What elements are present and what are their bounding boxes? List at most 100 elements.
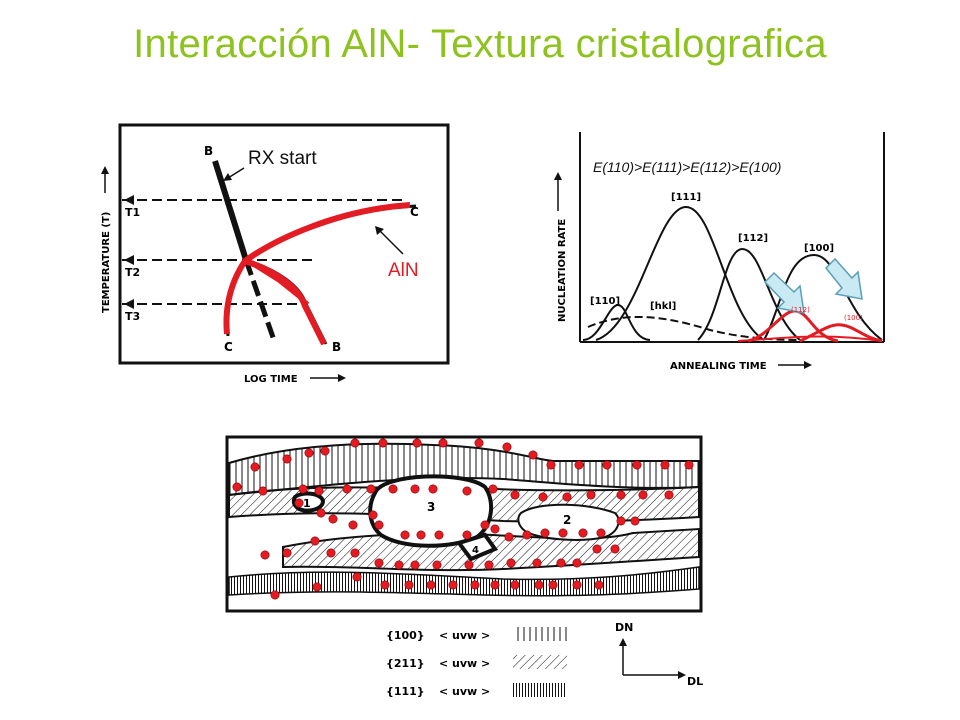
red-dot-marker bbox=[610, 544, 620, 554]
red-dot-marker bbox=[586, 490, 596, 500]
red-dot-marker bbox=[368, 510, 378, 520]
legend-plane-111: {111} bbox=[386, 685, 425, 698]
red-dot-marker bbox=[282, 548, 292, 558]
red-dot-marker bbox=[448, 580, 458, 590]
red-dot-marker bbox=[312, 582, 322, 592]
red-dot-marker bbox=[294, 498, 304, 508]
red-dot-marker bbox=[484, 560, 494, 570]
red-dot-marker bbox=[602, 460, 612, 470]
red-dot-marker bbox=[490, 580, 500, 590]
hkl-label: [hkl] bbox=[650, 301, 676, 312]
red-dot-marker bbox=[316, 508, 326, 518]
red-dot-marker bbox=[616, 516, 626, 526]
aln-pointer bbox=[378, 229, 404, 255]
legend-dir-111: < uvw > bbox=[439, 685, 490, 698]
aln-curve-link-red bbox=[244, 258, 310, 306]
red-dot-marker bbox=[488, 484, 498, 494]
red-dot-marker bbox=[474, 438, 484, 448]
red-dot-marker bbox=[412, 438, 422, 448]
red-dot-marker bbox=[506, 558, 516, 568]
aln-label: AlN bbox=[388, 260, 419, 281]
rx-start-pointer bbox=[227, 167, 245, 179]
dl-axis-arrowhead bbox=[678, 671, 686, 679]
x-axis-arrowhead bbox=[338, 374, 346, 382]
red-dot-marker bbox=[434, 530, 444, 540]
red-dot-marker bbox=[298, 484, 308, 494]
red-dot-marker bbox=[438, 438, 448, 448]
peak-label-111: [111] bbox=[671, 192, 701, 203]
temp-label-t1: T1 bbox=[125, 206, 140, 219]
slide-title: Interacción AlN- Textura cristalografica bbox=[133, 22, 827, 66]
red-dot-marker bbox=[352, 572, 362, 582]
red-dot-marker bbox=[490, 524, 500, 534]
red-dot-marker bbox=[558, 528, 568, 538]
grain-number-4: 4 bbox=[472, 545, 479, 556]
nucleation-diagram: E(110)>E(111)>E(112)>E(100) NUCLEATION R… bbox=[538, 127, 890, 375]
red-dot-marker bbox=[592, 544, 602, 554]
ttt-diagram: B B C C T1 T2 T3 TEMPERATURE (T) LOG TIM… bbox=[78, 108, 466, 390]
red-dot-marker bbox=[342, 484, 352, 494]
y-axis-arrowhead bbox=[101, 166, 109, 174]
nucleation-x-label: ANNEALING TIME bbox=[670, 361, 767, 372]
peak-label-100: [100] bbox=[804, 243, 834, 254]
red-dot-marker bbox=[538, 492, 548, 502]
red-dot-marker bbox=[462, 530, 472, 540]
red-dot-marker bbox=[502, 442, 512, 452]
red-dot-marker bbox=[664, 490, 674, 500]
curve-b-dashed bbox=[243, 259, 278, 344]
red-dot-marker bbox=[410, 484, 420, 494]
curve-b-label-top: B bbox=[204, 144, 213, 158]
red-dot-marker bbox=[532, 558, 542, 568]
red-dot-marker bbox=[562, 492, 572, 502]
microstructure-diagram: 3 2 1 4 {100} < uvw > {211} < uvw > {111… bbox=[203, 417, 750, 709]
red-dot-marker bbox=[394, 560, 404, 570]
red-dot-marker bbox=[416, 530, 426, 540]
texture-legend: {100} < uvw > {211} < uvw > {111} < uvw … bbox=[386, 627, 567, 698]
red-dot-marker bbox=[510, 580, 520, 590]
red-dot-marker bbox=[380, 580, 390, 590]
red-dot-marker bbox=[596, 528, 606, 538]
curve-c-label-bottom: C bbox=[224, 340, 233, 354]
nucleation-peaks bbox=[582, 205, 883, 341]
legend-dir-211: < uvw > bbox=[439, 657, 490, 670]
red-base-line bbox=[737, 335, 883, 342]
red-dot-marker bbox=[260, 550, 270, 560]
red-dot-marker bbox=[270, 590, 280, 600]
grain-4 bbox=[455, 532, 499, 562]
blue-arrow-100 bbox=[824, 257, 863, 300]
red-peak-100 bbox=[799, 323, 883, 343]
red-dot-marker bbox=[388, 484, 398, 494]
red-dot-markers bbox=[232, 438, 694, 600]
red-dot-marker bbox=[400, 530, 410, 540]
legend-plane-100: {100} bbox=[386, 629, 425, 642]
red-dot-marker bbox=[638, 490, 648, 500]
legend-swatch-111 bbox=[513, 683, 567, 697]
red-dot-marker bbox=[504, 532, 514, 542]
red-dot-marker bbox=[556, 558, 566, 568]
temperature-lines bbox=[122, 199, 402, 305]
grain-number-2: 2 bbox=[563, 513, 571, 527]
legend-swatch-100 bbox=[513, 627, 567, 641]
red-dot-marker bbox=[350, 548, 360, 558]
rx-start-label: RX start bbox=[248, 148, 317, 169]
aln-pointer-head bbox=[375, 226, 384, 235]
red-dot-marker bbox=[616, 490, 626, 500]
red-dot-marker bbox=[534, 580, 544, 590]
temp-label-t2: T2 bbox=[125, 266, 140, 279]
peak-label-110: [110] bbox=[590, 296, 620, 307]
red-dot-marker bbox=[522, 530, 532, 540]
red-dot-marker bbox=[632, 460, 642, 470]
red-dot-marker bbox=[282, 454, 292, 464]
red-dot-marker bbox=[462, 486, 472, 496]
red-dot-marker bbox=[404, 580, 414, 590]
red-dot-marker bbox=[510, 490, 520, 500]
red-dot-marker bbox=[572, 580, 582, 590]
grain-number-3: 3 bbox=[427, 500, 435, 514]
red-dot-marker bbox=[326, 548, 336, 558]
red-dot-marker bbox=[660, 460, 670, 470]
red-dot-marker bbox=[374, 520, 384, 530]
red-dot-marker bbox=[350, 438, 360, 448]
energy-order-label: E(110)>E(111)>E(112)>E(100) bbox=[593, 159, 781, 175]
red-dot-marker bbox=[546, 460, 556, 470]
legend-swatch-211 bbox=[513, 655, 567, 669]
